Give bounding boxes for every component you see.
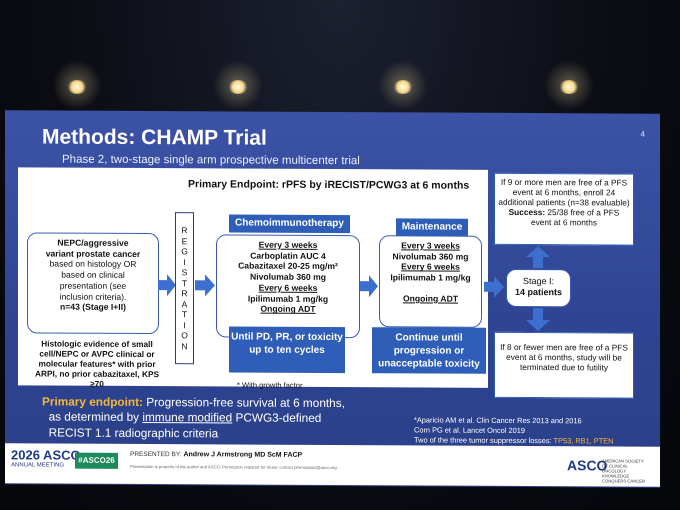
slide-number: 4: [640, 129, 645, 139]
registration-letter: O: [181, 330, 188, 341]
registration-letter: R: [181, 288, 188, 299]
annual-meeting-label: ANNUAL MEETING: [11, 462, 65, 469]
schedule-every-6-weeks: Every 6 weeks: [258, 282, 318, 293]
registration-bar: R E G I S T R A T I O N: [175, 212, 194, 365]
tumor-suppressor-genes: TP53, RB1, PTEN: [553, 436, 614, 446]
arrow-right-icon: [484, 275, 504, 298]
registration-letter: G: [181, 246, 188, 257]
primary-endpoint-line2b: immune modified: [142, 410, 233, 425]
maintenance-duration-panel: Continue until progression or unacceptab…: [372, 327, 486, 374]
growth-factor-note: * With growth factor: [237, 380, 303, 390]
eligibility-line: NEPC/aggressive: [57, 237, 129, 248]
eligibility-line: based on histology OR: [49, 258, 137, 270]
stage-label: Stage I:: [522, 275, 555, 287]
maintenance-label: Maintenance: [396, 218, 468, 237]
drug-ipilimumab: Ipilimumab 1 mg/kg: [247, 293, 329, 304]
presenter-name: Andrew J Armstrong MD ScM FACP: [183, 451, 303, 459]
eligibility-box: NEPC/aggressive variant prostate cancer …: [27, 232, 159, 335]
primary-endpoint-label: Primary endpoint:: [42, 394, 143, 410]
registration-letter: N: [181, 340, 188, 351]
primary-endpoint-line3: RECIST 1.1 radiographic criteria: [48, 425, 219, 441]
schedule-every-3-weeks: Every 3 weeks: [258, 239, 318, 250]
stage-two-criteria-box: If 9 or more men are free of a PFS event…: [494, 172, 634, 246]
futility-text: If 8 or fewer men are free of a PFS even…: [500, 341, 628, 373]
schedule-every-6-weeks: Every 6 weeks: [401, 261, 460, 273]
primary-endpoint-line2c: PCWG3-defined: [235, 410, 322, 426]
eligibility-line: presentation (see: [59, 280, 127, 291]
drug-nivolumab: Nivolumab 360 mg: [250, 271, 326, 283]
eligibility-line: based on clinical: [61, 269, 125, 281]
slide-title: Methods: CHAMP Trial: [42, 125, 267, 150]
arrow-down-icon: [526, 308, 550, 332]
registration-letter: T: [181, 277, 188, 288]
stage-patients: 14 patients: [514, 287, 563, 298]
asco-tagline: AMERICAN SOCIETY OF CLINICAL ONCOLOGY KN…: [602, 458, 646, 484]
arrow-right-icon: [360, 275, 378, 298]
arrow-right-icon: [158, 274, 176, 297]
ceiling-light: [228, 80, 248, 94]
fine-print: Presentation is property of the author a…: [130, 463, 337, 471]
futility-criteria-box: If 8 or fewer men are free of a PFS even…: [494, 331, 634, 399]
ongoing-adt: Ongoing ADT: [402, 293, 459, 304]
drug-cabazitaxel: Cabazitaxel 20-25 mg/m²: [238, 260, 338, 272]
registration-letter: I: [183, 319, 186, 330]
references: *Aparicio AM et al. Clin Cancer Res 2013…: [414, 415, 614, 446]
meeting-year-asco: 2026 ASCO: [11, 447, 81, 463]
schedule-every-3-weeks: Every 3 weeks: [401, 240, 460, 251]
reference-3: Two of the three tumor suppressor losses…: [414, 435, 552, 446]
drug-nivolumab: Nivolumab 360 mg: [392, 251, 469, 262]
stage-one-box: Stage I: 14 patients: [506, 268, 571, 308]
ceiling-light: [67, 80, 87, 94]
histology-note: Histologic evidence of small cell/NEPC o…: [34, 338, 160, 390]
chemoimmunotherapy-box: Every 3 weeks Carboplatin AUC 4 Cabazita…: [216, 234, 360, 339]
primary-endpoint-line1: Progression-free survival at 6 months,: [146, 395, 345, 411]
success-text: 25/38 free of a PFS event at 6 months: [531, 207, 620, 228]
ceiling-light: [393, 80, 413, 94]
asco-meeting-logo: 2026 ASCO ANNUAL MEETING: [11, 447, 81, 469]
stage-two-text: If 9 or more men are free of a PFS event…: [498, 176, 630, 208]
registration-letter: I: [183, 256, 186, 267]
registration-letter: E: [181, 235, 188, 246]
hashtag-badge: #ASCO26: [75, 452, 118, 469]
drug-carboplatin: Carboplatin AUC 4: [250, 250, 326, 261]
ongoing-adt: Ongoing ADT: [260, 304, 316, 315]
primary-endpoint-heading: Primary Endpoint: rPFS by iRECIST/PCWG3 …: [188, 178, 470, 192]
projection-screen: Methods: CHAMP Trial 4 Phase 2, two-stag…: [5, 110, 660, 488]
eligibility-line: variant prostate cancer: [45, 248, 141, 259]
presented-by-label: PRESENTED BY:: [130, 450, 182, 459]
chemo-duration-panel: Until PD, PR, or toxicity up to ten cycl…: [229, 326, 345, 374]
arrow-up-icon: [526, 246, 550, 269]
chemoimmunotherapy-label: Chemoimmunotherapy: [229, 214, 350, 234]
ceiling-light: [559, 80, 579, 94]
success-label: Success:: [508, 207, 546, 218]
slide-subtitle: Phase 2, two-stage single arm prospectiv…: [62, 153, 360, 168]
registration-letter: S: [181, 267, 188, 278]
eligibility-line: inclusion criteria).: [59, 291, 127, 302]
drug-ipilimumab: Ipilimumab 1 mg/kg: [390, 272, 471, 283]
primary-endpoint-line2a: as determined by: [48, 409, 140, 425]
primary-endpoint-text: Primary endpoint: Progression-free survi…: [42, 394, 422, 442]
registration-letter: T: [181, 309, 188, 320]
presenter: PRESENTED BY: Andrew J Armstrong MD ScM …: [130, 451, 302, 459]
arrow-right-icon: [195, 274, 215, 297]
registration-letter: A: [181, 298, 188, 309]
maintenance-box: Every 3 weeks Nivolumab 360 mg Every 6 w…: [379, 235, 482, 328]
enrollment-count: n=43 (Stage I+II): [60, 301, 126, 313]
registration-letter: R: [181, 225, 188, 236]
slide-footer: 2026 ASCO ANNUAL MEETING #ASCO26 PRESENT…: [5, 443, 660, 487]
